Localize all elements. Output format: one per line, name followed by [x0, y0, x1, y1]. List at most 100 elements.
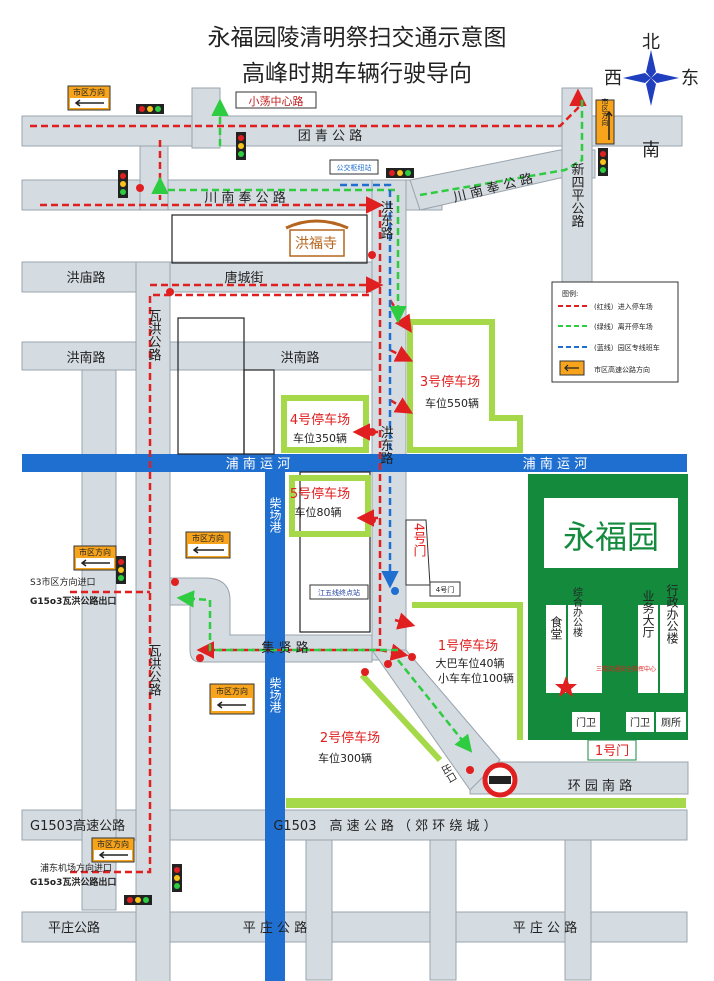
label-tuanqing: 团 青 公 路	[298, 128, 362, 144]
parking-2-cap: 车位300辆	[318, 751, 372, 765]
city-direction-sign: 市区方向	[595, 97, 615, 145]
road-hongnan	[21, 341, 391, 371]
label-wahong-south: 瓦洪公路	[146, 644, 162, 696]
parking-3-cap: 车位550辆	[425, 396, 479, 410]
compass-west: 西	[604, 68, 622, 89]
label-jiangwu: 江五线终点站	[318, 588, 360, 597]
compass-south: 南	[642, 140, 660, 161]
temple-icon	[285, 219, 349, 257]
parking-labels: 1号停车场 大巴车位40辆 小车车位100辆 2号停车场 车位300辆 3号停车…	[290, 374, 514, 765]
jiangwu-box	[309, 584, 369, 600]
legend-green: (绿线）离开停车场	[594, 322, 653, 331]
city-direction-sign: 市区方向	[209, 683, 255, 715]
compass-icon: 北 南 西 东	[604, 32, 699, 161]
traffic-light-icon	[124, 895, 152, 905]
cemetery-area	[528, 474, 688, 761]
label-xinsiping: 新四平公路	[569, 162, 585, 228]
river-chaichang	[265, 472, 285, 981]
traffic-lights	[116, 104, 608, 905]
label-pingzhuang-2: 平 庄 公 路	[243, 920, 307, 936]
road-labels: 小荡中心路 团 青 公 路 川 南 奉 公 路 川 南 奉 公 路 新四平公路 …	[30, 91, 632, 936]
traffic-light-icon	[598, 148, 608, 176]
label-chaichang-south: 柴场港	[268, 677, 282, 713]
label-canteen: 食堂	[549, 615, 563, 640]
parking-1-name: 1号停车场	[438, 638, 498, 654]
road-side-right	[429, 839, 457, 981]
road-g1503	[21, 809, 688, 841]
label-gate-4: 4号门	[411, 523, 427, 558]
compass-east: 东	[681, 68, 699, 89]
city-direction-sign: 市区方向	[67, 85, 111, 111]
no-entry-icon	[482, 762, 518, 798]
building-temple-block	[171, 214, 368, 264]
road-wahong	[135, 261, 171, 981]
buildings	[171, 214, 371, 633]
traffic-light-icon	[172, 864, 182, 892]
city-direction-sign: 市区方向	[73, 545, 117, 571]
gate4-dot	[391, 587, 399, 595]
label-g1503-west: G1503高速公路	[30, 818, 125, 834]
building-block-a	[177, 317, 245, 455]
page-subtitle: 高峰时期车辆行驶导向	[242, 61, 472, 87]
road-wahong-north	[139, 145, 169, 211]
road-hongdong-south	[371, 649, 501, 791]
traffic-light-icon	[118, 170, 128, 198]
city-direction-sign: 市区方向	[91, 837, 135, 863]
road-xiaodang	[191, 87, 221, 149]
sign-label: 市区方向	[192, 533, 224, 543]
route-leaving	[151, 96, 584, 753]
legend-title: 图例:	[562, 289, 578, 298]
sign-label: 市区方向	[601, 97, 609, 126]
label-guard-1: 门卫	[576, 716, 596, 729]
ramp-labels: S3市区方向进口 G15o3瓦洪公路出口 浦东机场方向进口 G15o3瓦洪公路出…	[30, 576, 116, 888]
label-cemetery: 永福园	[563, 518, 659, 556]
waterways	[22, 454, 687, 981]
label-command-center: 三楼交通安全指挥中心	[596, 665, 656, 673]
parking-4-name: 4号停车场	[290, 412, 350, 428]
parking-2-name: 2号停车场	[320, 730, 380, 746]
label-hongnan-west: 洪南路	[66, 350, 105, 366]
parking-3-name: 3号停车场	[420, 374, 480, 390]
page-title: 永福园陵清明祭扫交通示意图	[207, 25, 507, 51]
road-xinsiping	[561, 87, 593, 289]
label-admin-office: 行政办公楼	[665, 584, 679, 644]
gate4-label-box	[429, 581, 461, 597]
green-strip	[286, 798, 686, 808]
city-direction-sign: 市区方向	[185, 531, 231, 559]
label-temple: 洪福寺	[295, 236, 337, 252]
road-side-mid	[305, 839, 333, 981]
legend-blue: (蓝线）园区专线班车	[594, 343, 660, 352]
label-huanyuan: 环 园 南 路	[568, 778, 632, 794]
road-network	[21, 87, 689, 981]
sign-label: 市区方向	[73, 87, 105, 97]
label-hongnan-mid: 洪南路	[280, 350, 319, 366]
parking-2-boundary	[359, 672, 443, 763]
command-center-star	[555, 676, 577, 697]
road-jixian	[169, 577, 373, 663]
landmark-labels: 洪福寺 公交枢纽站 江五线终点站 4号门 4号门 永福园 食堂 综合办公楼 业务…	[295, 163, 681, 785]
label-tangcheng: 唐城街	[224, 270, 263, 286]
route-dots	[136, 184, 474, 774]
parking-4-cap: 车位350辆	[293, 431, 347, 445]
label-guard-2: 门卫	[630, 716, 650, 729]
building-block-b	[243, 369, 275, 455]
parking-1-boundary	[412, 602, 523, 740]
route-shuttle-bus	[340, 183, 399, 589]
city-direction-signs: 市区方向 市区方向 市区方向 市区方向 市区方向 市区方向	[67, 85, 615, 863]
label-s3-entry: S3市区方向进口	[30, 576, 95, 588]
label-punan-west: 浦 南 运 河	[226, 456, 290, 472]
label-gate-1: 1号门	[595, 744, 629, 759]
label-pudong-entry: 浦东机场方向进口	[40, 862, 112, 874]
traffic-light-icon	[236, 132, 246, 160]
label-gate4-small: 4号门	[436, 585, 454, 594]
label-wahong-north: 瓦洪公路	[146, 309, 162, 361]
label-pingzhuang-3: 平 庄 公 路	[513, 920, 577, 936]
parking-1-cap1: 大巴车位40辆	[436, 656, 505, 670]
river-punan	[22, 454, 687, 472]
label-chaichang-north: 柴场港	[268, 497, 282, 533]
parking-5-cap: 车位80辆	[295, 505, 342, 519]
label-business-hall: 业务大厅	[641, 590, 655, 638]
label-g1503-exit-north: G15o3瓦洪公路出口	[30, 595, 116, 607]
legend: 图例: (红线）进入停车场 (绿线）离开停车场 (蓝线）园区专线班车 市区高速公…	[551, 281, 679, 383]
